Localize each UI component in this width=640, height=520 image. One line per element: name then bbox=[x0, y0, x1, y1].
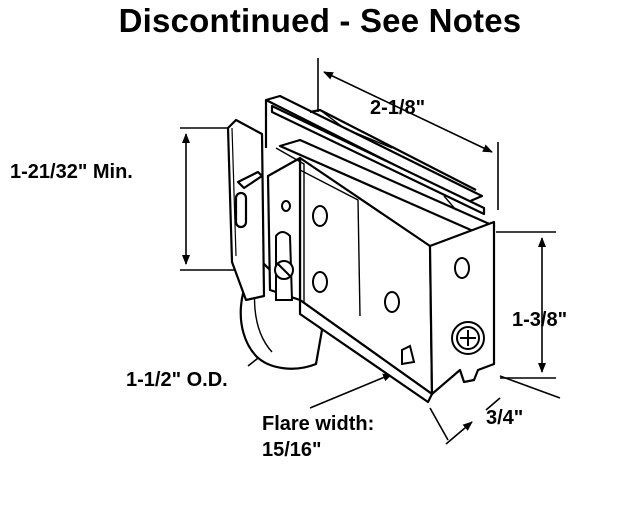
dim-min-height: 1-21/32" Min. bbox=[10, 161, 133, 183]
dim-flare-value: 15/16" bbox=[262, 439, 322, 461]
holes bbox=[281, 200, 470, 366]
page-title: Discontinued - See Notes bbox=[118, 2, 522, 39]
dim-width: 3/4" bbox=[486, 407, 523, 429]
dim-side-height: 1-3/8" bbox=[512, 309, 567, 331]
back-plate bbox=[226, 118, 266, 302]
adjusting-screw-icon bbox=[274, 231, 294, 301]
dim-roller-od: 1-1/2" O.D. bbox=[126, 369, 228, 391]
dim-top-length: 2-1/8" bbox=[370, 97, 425, 119]
phillips-screw-icon bbox=[451, 321, 485, 355]
frame-body bbox=[264, 94, 496, 404]
dim-flare-label: Flare width: bbox=[262, 413, 374, 435]
